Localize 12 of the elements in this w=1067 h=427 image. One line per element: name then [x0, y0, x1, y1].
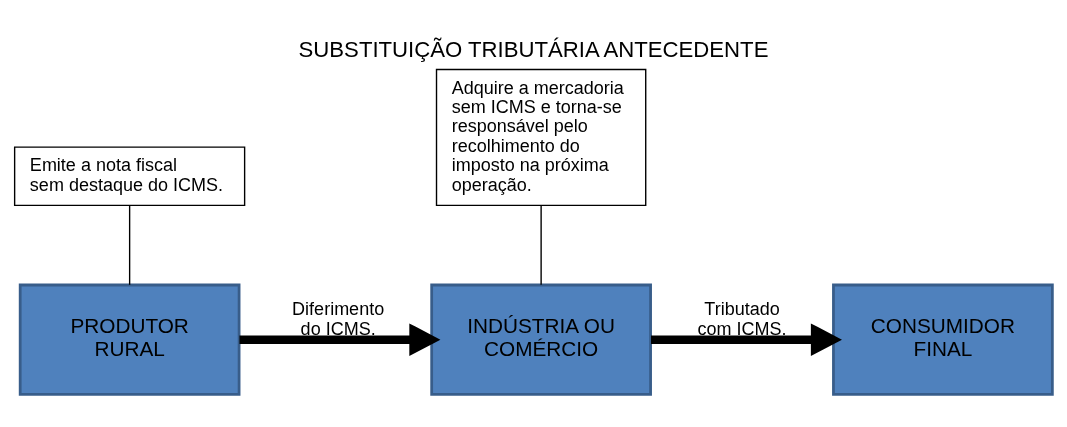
edge-label: Diferimento do ICMS. — [292, 298, 385, 339]
node-box: Emite a nota fiscal sem destaque do ICMS. — [13, 145, 246, 206]
arrow — [651, 322, 842, 356]
arrow — [239, 322, 441, 356]
edge-label: Tributado com ICMS. — [697, 298, 787, 339]
node-box: INDÚSTRIA OU COMÉRCIO — [430, 283, 652, 396]
diagram-title: SUBSTITUIÇÃO TRIBUTÁRIA ANTECEDENTE — [298, 36, 769, 62]
node-box: PRODUTOR RURAL — [18, 283, 241, 396]
node-box: CONSUMIDOR FINAL — [832, 283, 1054, 396]
node-box: Adquire a mercadoria sem ICMS e torna-se responsável pelo recolhimento do imposto na próxima operação. — [435, 68, 647, 206]
connector — [540, 204, 542, 285]
connector — [128, 204, 131, 285]
